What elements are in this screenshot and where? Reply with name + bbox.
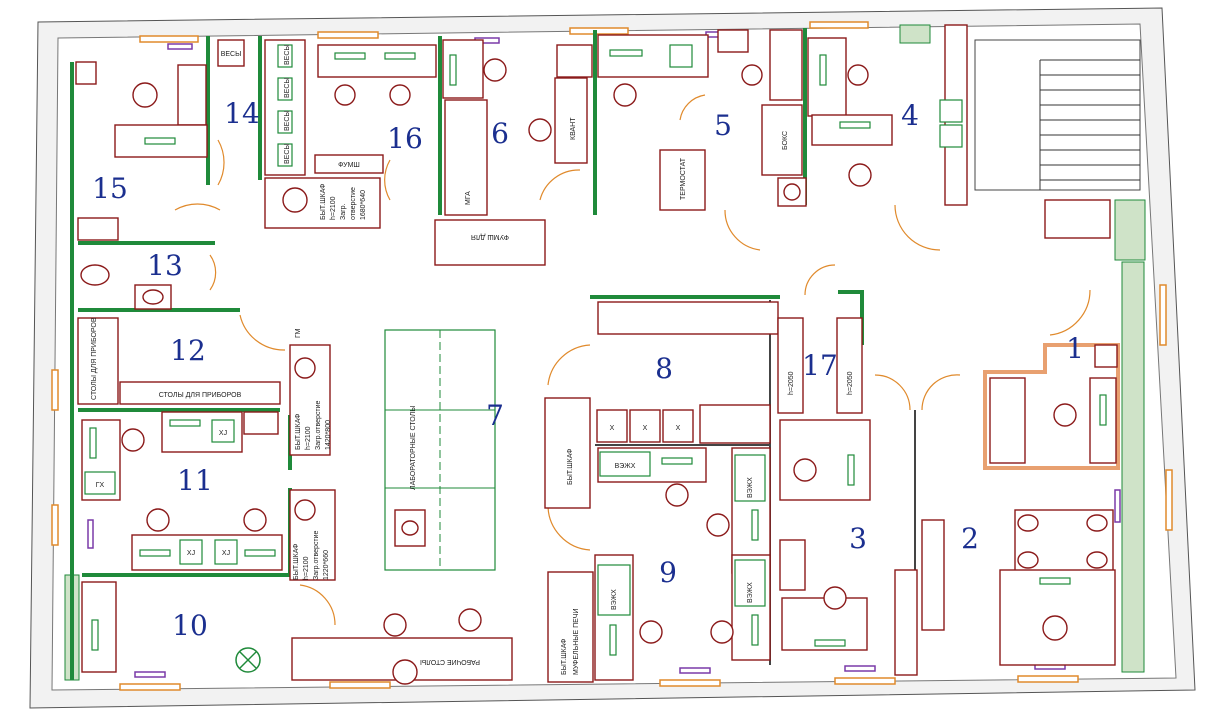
wardrobe-label: БЫТ.ШКАФ xyxy=(567,449,574,486)
x-mark: Х xyxy=(610,425,615,432)
room-number-1: 1 xyxy=(1066,332,1084,365)
room-number-8: 8 xyxy=(655,352,673,385)
room-10-furniture: РАБОЧИЕ СТОЛЫ xyxy=(81,581,513,685)
instrument-tables-label: СТОЛЫ ДЛЯ ПРИБОРОВ xyxy=(159,392,242,399)
fume-hood-label: ФУМШ xyxy=(338,162,360,169)
room-number-7: 7 xyxy=(486,399,504,432)
room-numbers: 1 2 3 4 5 6 7 8 9 10 11 12 13 14 15 16 1… xyxy=(92,97,1084,642)
scale-label: ВЕСЫ xyxy=(284,143,291,164)
room-number-2: 2 xyxy=(961,522,979,555)
height-label: h=2100 xyxy=(330,196,337,220)
room-5-furniture: ТЕРМОСТАТ xyxy=(597,29,749,211)
wardrobe-label: БЫТ.ШКАФ xyxy=(561,639,568,676)
stairwell xyxy=(974,39,1141,191)
wardrobe-label: БЫТ.ШКАФ xyxy=(295,414,302,451)
x-mark: Х xyxy=(676,425,681,432)
room-number-11: 11 xyxy=(177,464,213,497)
room-16-furniture: ФУМШ БЫТ.ШКАФ h=2100 Загр. отверстие 168… xyxy=(264,44,437,229)
room-number-16: 16 xyxy=(387,122,423,155)
room-8-furniture: БЫТ.ШКАФ Х Х Х xyxy=(544,301,779,509)
kvant-label: КВАНТ xyxy=(570,117,577,140)
room-6-furniture: МГА ФУМШ ДЛЯ КВАНТ xyxy=(434,39,593,266)
height-label: h=2050 xyxy=(788,371,795,395)
room-1-furniture xyxy=(983,199,1120,470)
hplc-label: ВЭЖХ xyxy=(611,589,618,610)
room-number-3: 3 xyxy=(849,522,867,555)
room-3-furniture xyxy=(779,419,945,676)
gm-label: ГМ xyxy=(295,328,302,338)
opening-size-label: 1420*800 xyxy=(325,420,332,450)
hj-label: ХЈ xyxy=(222,550,230,557)
loading-label: Загр. xyxy=(340,203,347,220)
room-number-14: 14 xyxy=(224,97,260,130)
room-12-furniture: СТОЛЫ ДЛЯ ПРИБОРОВ СТОЛЫ ДЛЯ ПРИБОРОВ БЫ… xyxy=(77,317,332,456)
gc-label: ГХ xyxy=(96,482,105,489)
room-number-15: 15 xyxy=(92,172,128,205)
room-number-4: 4 xyxy=(901,99,919,132)
windows xyxy=(51,21,1173,691)
hatched-columns xyxy=(64,24,1146,681)
room-15-furniture xyxy=(75,61,208,241)
muffle-furnaces-label: МУФЕЛЬНЫЕ ПЕЧИ xyxy=(573,609,580,676)
room-4-furniture: БОКС xyxy=(741,24,968,207)
room-13-furniture xyxy=(80,264,172,310)
room-number-12: 12 xyxy=(170,334,206,367)
room-7-furniture: ЛАБОРАТОРНЫЕ СТОЛЫ xyxy=(384,329,496,571)
instrument-tables-label: СТОЛЫ ДЛЯ ПРИБОРОВ xyxy=(91,317,98,400)
scale-label: ВЕСЫ xyxy=(221,51,242,58)
height-label: h=2100 xyxy=(305,426,312,450)
lab-tables-label: ЛАБОРАТОРНЫЕ СТОЛЫ xyxy=(410,406,417,490)
scale-label: ВЕСЫ xyxy=(284,110,291,131)
hj-label: ХЈ xyxy=(219,430,227,437)
hj-label: ХЈ xyxy=(187,550,195,557)
room-number-9: 9 xyxy=(659,556,677,589)
mga-label: МГА xyxy=(465,191,472,205)
room-number-10: 10 xyxy=(172,609,208,642)
fume-hood-label: ФУМШ ДЛЯ xyxy=(471,233,509,240)
interior-walls xyxy=(70,28,916,680)
working-tables-label: РАБОЧИЕ СТОЛЫ xyxy=(420,658,480,665)
room-17-furniture: h=2050 h=2050 xyxy=(777,317,863,414)
room-number-5: 5 xyxy=(714,109,732,142)
doors xyxy=(174,94,1091,626)
room-11-furniture: ГХ ХЈ ХЈ ХЈ БЫТ.ШКАФ h=2100 Загр.отверст… xyxy=(81,411,336,581)
x-mark: Х xyxy=(643,425,648,432)
opening-size-label: 1220*660 xyxy=(323,550,330,580)
opening-size-label: 1680*640 xyxy=(360,190,367,220)
room-9-furniture: ВЭЖХ ВЭЖХ ВЭЖХ ВЭЖХ БЫТ.ШКАФ МУФЕЛЬНЫЕ П… xyxy=(547,447,771,683)
opening-label: Загр.отверстие xyxy=(315,401,322,451)
opening-label: Загр.отверстие xyxy=(313,531,320,581)
room-14-furniture: ВЕСЫ ВЕСЫ ВЕСЫ ВЕСЫ ВЕСЫ xyxy=(217,39,306,176)
height-label: h=2050 xyxy=(847,371,854,395)
room-number-13: 13 xyxy=(147,249,183,282)
thermostat-label: ТЕРМОСТАТ xyxy=(680,157,687,200)
scale-label: ВЕСЫ xyxy=(284,44,291,65)
opening-label: отверстие xyxy=(350,187,357,220)
hplc-label: ВЭЖХ xyxy=(747,477,754,498)
wardrobe-label: БЫТ.ШКАФ xyxy=(320,184,327,221)
box-label: БОКС xyxy=(782,131,789,150)
room-number-17: 17 xyxy=(802,349,838,382)
scale-label: ВЕСЫ xyxy=(284,77,291,98)
height-label: h=2100 xyxy=(303,556,310,580)
hplc-label: ВЭЖХ xyxy=(615,463,636,470)
room-2-furniture xyxy=(999,509,1116,666)
wardrobe-label: БЫТ.ШКАФ xyxy=(293,544,300,581)
room-number-6: 6 xyxy=(491,117,509,150)
hplc-label: ВЭЖХ xyxy=(747,582,754,603)
